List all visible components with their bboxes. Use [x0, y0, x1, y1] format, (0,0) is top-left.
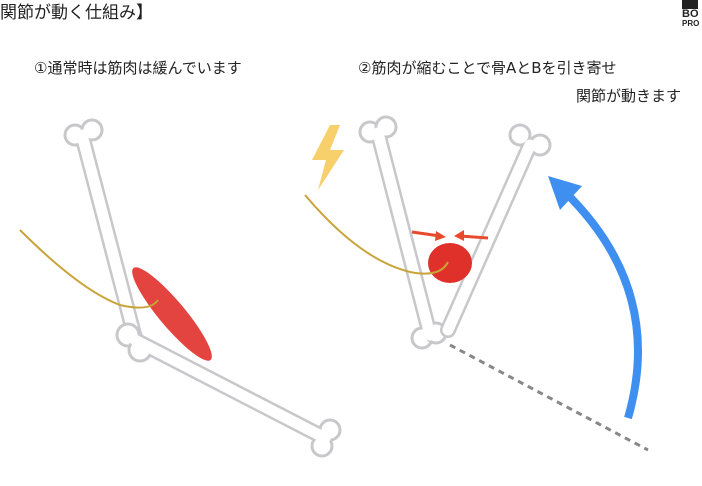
caption-contracted-line2: 関節が動きます	[576, 87, 682, 105]
caption-contracted-line1: ②筋肉が縮むことで骨AとBを引き寄せ	[358, 59, 617, 77]
bone-lower-relaxed	[115, 322, 342, 458]
logo-line1: BO	[682, 8, 699, 20]
caption-relaxed: ①通常時は筋肉は緩んでいます	[34, 59, 242, 77]
contraction-arrows	[411, 230, 489, 241]
muscle-contracted	[428, 243, 472, 283]
nerve-relaxed	[19, 229, 159, 309]
lightning-icon	[312, 125, 344, 190]
page-title: 関節が動く仕組み】	[0, 3, 153, 23]
nerve-contracted	[304, 194, 449, 275]
rotation-arrow	[562, 189, 642, 420]
muscle-relaxed	[132, 267, 212, 361]
bone-b	[440, 123, 552, 338]
reference-dotted-line	[449, 343, 649, 452]
rotation-arrowhead	[548, 176, 582, 210]
logo-line2: PRO	[682, 19, 700, 28]
bone-a	[358, 115, 448, 350]
bone-upper-relaxed	[63, 118, 143, 346]
